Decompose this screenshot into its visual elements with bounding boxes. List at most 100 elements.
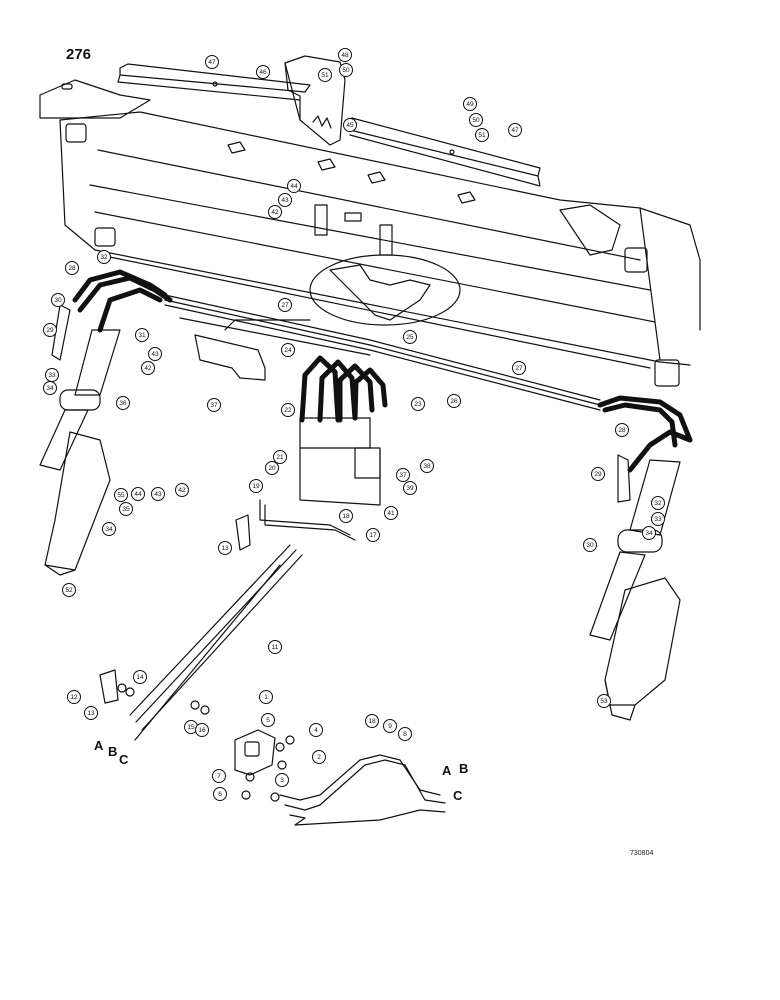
callout-bubble: [148, 347, 162, 361]
callout-c14: 14: [133, 670, 147, 684]
callout-bubble: [249, 479, 263, 493]
control-valve: [234, 729, 295, 802]
callout-label: 18: [342, 513, 350, 520]
callout-bubble: [51, 293, 65, 307]
callout-label: 34: [645, 530, 653, 537]
callout-c27b: 27: [512, 361, 526, 375]
callout-bubble: [281, 403, 295, 417]
callout-c1: 1: [259, 690, 273, 704]
callout-c22: 22: [281, 403, 295, 417]
callout-c37a: 37: [207, 398, 221, 412]
callout-bubble: [116, 396, 130, 410]
callout-c48a: 48: [338, 48, 352, 62]
callout-c30b: 30: [583, 538, 597, 552]
right-hydraulic-hoses: [597, 395, 693, 473]
callout-c20: 20: [265, 461, 279, 475]
callout-c33a: 33: [45, 368, 59, 382]
port-a-left: A: [94, 738, 104, 753]
callout-label: 16: [198, 727, 206, 734]
callout-bubble: [512, 361, 526, 375]
callout-c12: 12: [67, 690, 81, 704]
callout-label: 21: [276, 454, 284, 461]
callout-bubble: [259, 690, 273, 704]
callout-bubble: [84, 706, 98, 720]
callout-c42a: 42: [268, 205, 282, 219]
callout-bubble: [309, 723, 323, 737]
callout-bubble: [365, 714, 379, 728]
callout-c19: 19: [249, 479, 263, 493]
callout-label: 5: [266, 717, 270, 724]
callout-c32a: 32: [97, 250, 111, 264]
callout-c47b: 47: [508, 123, 522, 137]
callout-c11: 11: [268, 640, 282, 654]
callout-label: 8: [403, 731, 407, 738]
callout-label: 34: [46, 385, 54, 392]
callout-c45: 45: [343, 118, 357, 132]
supply-tubes-down: [129, 499, 356, 741]
rigid-tubes-top: [164, 294, 601, 411]
port-a-right: A: [442, 763, 452, 778]
callout-bubble: [343, 118, 357, 132]
callout-label: 34: [105, 526, 113, 533]
callout-bubble: [403, 330, 417, 344]
callout-bubble: [287, 179, 301, 193]
callout-bubble: [131, 487, 145, 501]
callout-label: 23: [414, 401, 422, 408]
callout-label: 42: [144, 365, 152, 372]
callout-label: 17: [369, 532, 377, 539]
callout-label: 13: [221, 545, 229, 552]
callout-c3: 3: [275, 773, 289, 787]
callout-label: 55: [117, 492, 125, 499]
callout-bubble: [508, 123, 522, 137]
callout-c44b: 44: [131, 487, 145, 501]
callout-c52: 52: [62, 583, 76, 597]
callout-c32b: 32: [651, 496, 665, 510]
callout-c39: 39: [403, 481, 417, 495]
callout-bubble: [383, 719, 397, 733]
callout-c37b: 37: [396, 468, 410, 482]
right-hydraulic-cylinder: [589, 454, 681, 641]
callout-bubble: [339, 63, 353, 77]
callout-label: 15: [187, 724, 195, 731]
callout-c24: 24: [281, 343, 295, 357]
callout-label: 7: [217, 773, 221, 780]
callout-label: 39: [406, 485, 414, 492]
callout-bubble: [265, 461, 279, 475]
callout-bubble: [175, 483, 189, 497]
callout-c43c: 43: [151, 487, 165, 501]
callout-c27a: 27: [278, 298, 292, 312]
callout-c23: 23: [411, 397, 425, 411]
callout-label: 42: [271, 209, 279, 216]
callout-c13a: 13: [218, 541, 232, 555]
callout-c29a: 29: [43, 323, 57, 337]
callout-bubble: [447, 394, 461, 408]
callout-label: 37: [210, 402, 218, 409]
callout-label: 13: [87, 710, 95, 717]
callout-label: 53: [600, 698, 608, 705]
callout-c21: 21: [273, 450, 287, 464]
callout-label: 9: [388, 723, 392, 730]
callout-c7: 7: [212, 769, 226, 783]
callout-bubble: [642, 526, 656, 540]
callout-c43a: 43: [278, 193, 292, 207]
callout-bubble: [339, 509, 353, 523]
callout-bubble: [151, 487, 165, 501]
callout-label: 27: [281, 302, 289, 309]
callout-c18b: 18: [365, 714, 379, 728]
callout-bubble: [133, 670, 147, 684]
callout-c42b: 42: [141, 361, 155, 375]
callout-c16: 16: [195, 723, 209, 737]
callout-bubble: [411, 397, 425, 411]
callout-bubble: [403, 481, 417, 495]
callout-bubble: [651, 496, 665, 510]
callout-bubble: [273, 450, 287, 464]
callout-bubble: [102, 522, 116, 536]
callout-label: 28: [618, 427, 626, 434]
callout-bubble: [268, 640, 282, 654]
callout-c26: 26: [447, 394, 461, 408]
callout-label: 28: [68, 265, 76, 272]
callout-bubble: [615, 423, 629, 437]
left-hydraulic-hoses: [72, 269, 173, 333]
callout-label: 19: [252, 483, 260, 490]
